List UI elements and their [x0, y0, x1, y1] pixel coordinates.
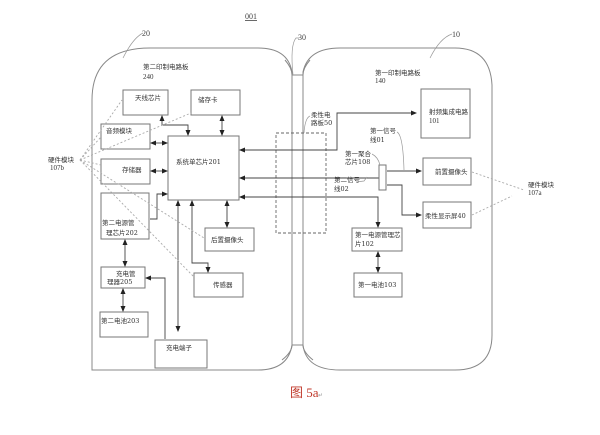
first-part-outline [302, 47, 493, 371]
flex-display-box [422, 201, 472, 229]
rf-ic-label-line1: 射频集成电路 [429, 107, 469, 116]
signal2-label-line2: 线02 [334, 184, 349, 193]
charge-port-label: 充电端子 [166, 343, 193, 352]
leader-10 [429, 33, 453, 59]
storage-label: 存储器 [122, 165, 142, 174]
wire-chargeport-charger [145, 275, 166, 339]
memory-card-label: 储存卡 [198, 95, 218, 104]
hinge-30 [291, 74, 304, 346]
soc-box [167, 135, 240, 201]
leader-20 [122, 32, 144, 59]
memory-card-box [190, 89, 241, 116]
hinge-bottom-curve [281, 344, 314, 361]
charge-port-box [154, 339, 208, 369]
battery1-label: 第一电池103 [358, 280, 396, 289]
flex-board-leader [303, 115, 311, 134]
front-camera-label: 前置摄像头 [435, 167, 468, 176]
signal2-label-line1: 第二信号 [334, 175, 361, 184]
first-board-number: 140 [375, 77, 386, 85]
pmic2-box [100, 192, 150, 240]
wire-soc-rf [239, 110, 417, 153]
pmic1-label-line2: 片102 [355, 239, 374, 248]
first-board-title: 第一印制电路板 [375, 68, 421, 77]
second-part-outline [91, 47, 293, 371]
wire-soc-pmic1 [239, 194, 381, 228]
pmic2-label-line2: 理芯片202 [106, 228, 138, 237]
hw-module-107b-leaders [79, 99, 205, 277]
hw-module-107a-label: 硬件模块 [528, 180, 555, 189]
pmic2-label-line1: 第二电源管 [102, 218, 135, 227]
ref-20: 20 [142, 29, 150, 38]
wire-pmic2-soc [150, 191, 168, 220]
audio-module-box [100, 123, 151, 150]
flex-display-label: 柔性显示屏40 [425, 211, 466, 220]
signal1-label-line2: 线01 [370, 135, 385, 144]
signal1-leader [396, 131, 405, 171]
second-board-number: 240 [143, 73, 154, 81]
rf-ic-box [420, 88, 471, 139]
signal1-label-line1: 第一信号 [370, 126, 397, 135]
caption-mark: ↵ [318, 393, 323, 399]
second-board-title: 第二印制电路板 [143, 62, 189, 71]
coupler-label-line2: 芯片108 [345, 157, 370, 166]
hw-module-107b-number: 107b [50, 164, 65, 172]
hinge-top-curve [284, 59, 311, 76]
pmic1-label-line1: 第一电源管理芯 [355, 230, 401, 239]
wire-antenna-soc [159, 115, 191, 136]
flex-board-label-line2: 路板50 [311, 118, 332, 127]
ref-10: 10 [452, 30, 460, 39]
signal2-leader [355, 176, 368, 183]
hw-module-107b-label: 硬件模块 [48, 155, 75, 164]
wire-soc-sensor [189, 200, 211, 273]
ref-30: 30 [298, 33, 306, 42]
sensor-box [193, 272, 244, 298]
battery1-box [353, 272, 403, 298]
coupler-leader [371, 153, 381, 166]
charger-label-line1: 充电管 [116, 269, 136, 278]
charger-label-line2: 理器205 [107, 278, 132, 286]
coupler-chip-108 [378, 164, 387, 191]
leader-30 [291, 37, 299, 76]
wire-coupler-flex-display [387, 184, 422, 218]
figure-caption: 图 5a [290, 385, 319, 400]
antenna-chip-label: 天线芯片 [135, 93, 161, 102]
audio-module-label: 音频模块 [106, 126, 133, 135]
flex-board-label-line1: 柔性电 [311, 110, 331, 119]
sensor-label: 传感器 [213, 280, 233, 289]
storage-box [100, 158, 151, 185]
coupler-label-line1: 第一聚合 [345, 149, 372, 158]
front-camera-box [422, 157, 472, 186]
rear-camera-label: 后置摄像头 [211, 235, 244, 244]
rf-ic-label-line2: 101 [429, 117, 440, 125]
antenna-chip-box [122, 89, 169, 116]
hw-module-107a-leaders [471, 171, 525, 216]
soc-label: 系统单芯片201 [176, 157, 221, 166]
battery2-box [99, 311, 149, 338]
figure-ref-001: 001 [245, 12, 257, 21]
battery2-label: 第二电池203 [101, 316, 139, 325]
hw-module-107a-number: 107a [528, 189, 543, 197]
